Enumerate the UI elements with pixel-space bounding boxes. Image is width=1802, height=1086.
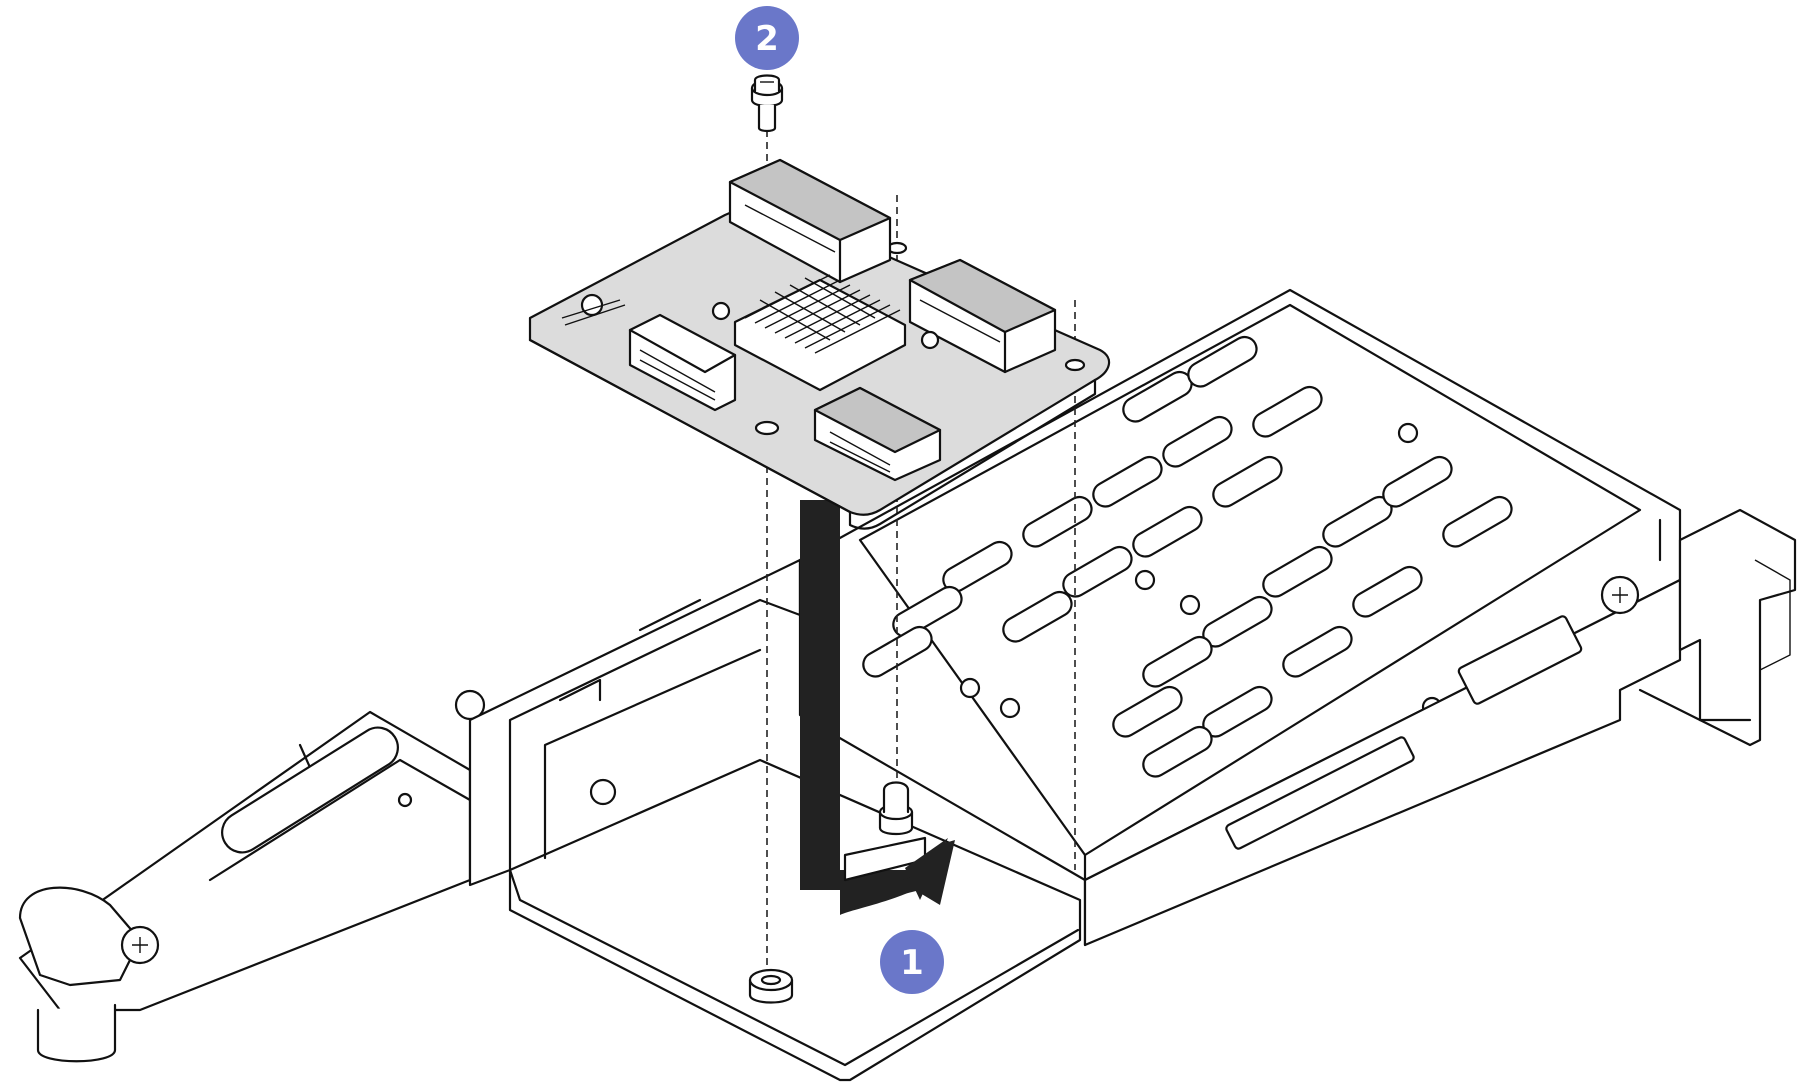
screw-icon <box>750 74 784 133</box>
connector-left <box>628 313 737 412</box>
callout-step-2: 2 <box>735 6 799 70</box>
connector-right <box>908 258 1057 374</box>
install-direction-arrow <box>800 500 955 915</box>
adapter-board <box>528 158 1111 530</box>
standoff-front <box>748 968 794 1004</box>
drive-cage-bracket <box>18 288 1797 1082</box>
cage-end-tab <box>1678 508 1797 747</box>
heatsink <box>733 274 907 392</box>
callout-2-label: 2 <box>755 19 779 59</box>
connector-front <box>813 386 942 482</box>
callout-step-1: 1 <box>880 930 944 994</box>
cage-vent-slots <box>862 335 1513 778</box>
standoff-guide-pin <box>878 781 914 836</box>
connector-top <box>728 158 892 284</box>
callout-1-label: 1 <box>900 943 924 983</box>
bracket-pivot <box>18 886 142 987</box>
